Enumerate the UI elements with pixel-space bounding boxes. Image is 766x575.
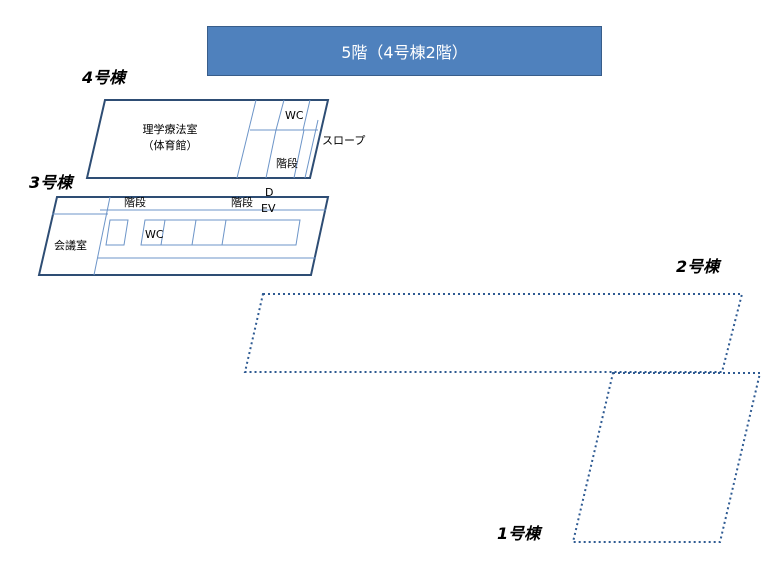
building-4-wall bbox=[236, 99, 257, 179]
b3-stairs-left-label: 階段 bbox=[124, 195, 146, 209]
building-3-wall bbox=[191, 219, 197, 246]
slope-label: スロープ bbox=[322, 134, 365, 147]
building-4-outline bbox=[85, 99, 330, 179]
building-1-outline bbox=[571, 372, 762, 543]
building-3 bbox=[37, 196, 330, 276]
building-1-label: 1号棟 bbox=[497, 524, 543, 543]
floor-title-banner: 5階（4号棟2階） bbox=[207, 26, 602, 76]
building-3-room bbox=[105, 219, 129, 246]
building-4-wall bbox=[293, 129, 305, 179]
building-3-label: 3号棟 bbox=[29, 173, 75, 192]
b4-stairs-label: 階段 bbox=[276, 156, 298, 170]
building-2-outline bbox=[243, 293, 744, 373]
building-4-wall bbox=[265, 129, 277, 179]
b4-wc-label: WC bbox=[285, 109, 304, 122]
b3-stairs-right-label: 階段 bbox=[231, 195, 253, 209]
building-4 bbox=[85, 99, 330, 179]
slope-line bbox=[304, 119, 319, 179]
building-4-label: 4号棟 bbox=[81, 68, 128, 87]
building-3-outline bbox=[37, 196, 330, 276]
meeting-room-label: 会議室 bbox=[54, 238, 87, 252]
building-3-wall bbox=[160, 219, 166, 246]
b3-ev-label: EV bbox=[261, 202, 276, 215]
b3-d-label: D bbox=[265, 186, 273, 199]
pt-room-sublabel: （体育館） bbox=[143, 138, 198, 152]
building-3-room-block bbox=[140, 219, 301, 246]
building-2-label: 2号棟 bbox=[676, 257, 722, 276]
building-3-wall bbox=[221, 219, 227, 246]
pt-room-label: 理学療法室 bbox=[143, 122, 198, 136]
building-4-wall bbox=[275, 99, 285, 131]
building-4-wall bbox=[302, 99, 311, 131]
b3-wc-label: WC bbox=[145, 228, 164, 241]
